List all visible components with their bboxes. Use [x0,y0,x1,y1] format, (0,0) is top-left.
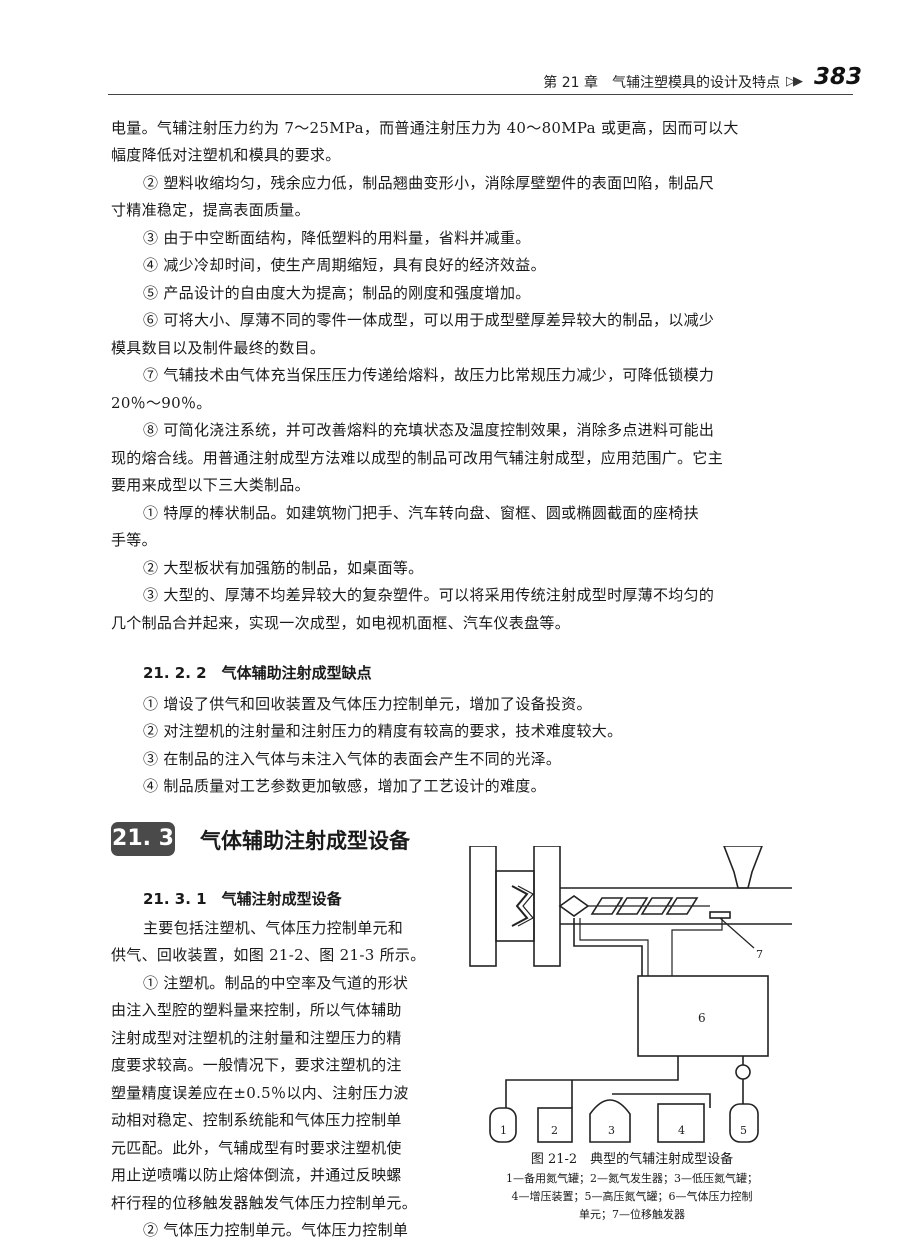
list-item: ④ 制品质量对工艺参数更加敏感，增加了工艺设计的难度。 [143,777,546,795]
figure-caption: 图 21-2 典型的气辅注射成型设备 [530,1152,734,1167]
hopper [723,846,763,889]
return-line [612,1093,711,1108]
arrow-marker-icon: ▷▶ [786,74,803,89]
mould-part-line [511,885,529,927]
gas-line-3 [671,918,723,976]
body-line: ⑦ 气辅技术由气体充当保压压力传递给熔料，故压力比常规压力减少，可降低锁模力 [143,366,715,384]
nitrogen-generator [537,1107,573,1143]
header-rule [108,94,853,95]
body-line: ④ 减少冷却时间，使生产周期缩短，具有良好的经济效益。 [143,256,546,274]
body-line: 注射成型对注塑机的注射量和注塑压力的精 [111,1029,402,1047]
list-item: ② 对注塑机的注射量和注射压力的精度有较高的要求，技术难度较大。 [143,722,623,740]
body-line: ② 大型板状有加强筋的制品，如桌面等。 [143,559,424,577]
body-line: 主要包括注塑机、气体压力控制单元和 [143,919,404,937]
body-line: ⑤ 产品设计的自由度大为提高；制品的刚度和强度增加。 [143,284,531,302]
pressure-control-unit [637,975,769,1057]
section-title: 气体辅助注射成型设备 [200,829,410,853]
body-line: 用止逆喷嘴以防止熔体倒流，并通过反映螺 [111,1166,402,1184]
label-1: 1 [500,1124,507,1137]
mould-cavity [495,870,535,942]
body-line: 现的熔合线。用普通注射成型方法难以成型的制品可改用气辅注射成型，应用范围广。它主 [111,449,724,467]
chapter-title: 第 21 章 气辅注塑模具的设计及特点 [543,75,780,91]
figure-legend-line: 4—增压装置；5—高压氮气罐；6—气体压力控制 [511,1190,753,1203]
nozzle [558,895,590,917]
booster-device [657,1103,705,1143]
label-3: 3 [608,1124,615,1137]
body-line: 幅度降低对注塑机和模具的要求。 [111,146,341,164]
body-line: 模具数目以及制件最终的数目。 [111,339,326,357]
label-7: 7 [756,948,763,961]
body-line: 由注入型腔的塑料量来控制，所以气体辅助 [111,1001,402,1019]
body-line: 寸精准稳定，提高表面质量。 [111,201,310,219]
body-line: 塑量精度误差应在±0.5％以内、注射压力波 [111,1084,409,1102]
subsection-heading: 21. 3. 1 气辅注射成型设备 [143,890,342,908]
label-2: 2 [551,1124,558,1137]
high-pressure-tank [729,1103,759,1143]
body-line: ⑥ 可将大小、厚薄不同的零件一体成型，可以用于成型壁厚差异较大的制品，以减少 [143,311,715,329]
gas-assist-equipment-diagram: 7 6 1 2 3 4 5 [469,846,792,1143]
body-line: ③ 大型的、厚薄不均差异较大的复杂塑件。可以将采用传统注射成型时厚薄不均匀的 [143,586,715,604]
subsection-heading: 21. 2. 2 气体辅助注射成型缺点 [143,664,372,682]
section-number-badge: 21. 3 [111,822,175,856]
body-line: 杆行程的位移触发器触发气体压力控制单元。 [111,1194,418,1212]
body-line: 电量。气辅注射压力约为 7～25MPa，而普通注射压力为 40～80MPa 或更… [111,119,739,137]
trigger-leader [719,917,755,949]
body-line: ① 注塑机。制品的中空率及气道的形状 [143,974,409,992]
mould-fixed-plate [469,846,497,967]
page-header: 第 21 章 气辅注塑模具的设计及特点 ▷▶ 383 [0,62,900,94]
list-item: ① 增设了供气和回收装置及气体压力控制单元，增加了设备投资。 [143,695,592,713]
body-line: 要用来成型以下三大类制品。 [111,476,310,494]
list-item: ③ 在制品的注入气体与未注入气体的表面会产生不同的光泽。 [143,750,562,768]
body-line: 几个制品合并起来，实现一次成型，如电视机面框、汽车仪表盘等。 [111,614,571,632]
body-line: ③ 由于中空断面结构，降低塑料的用料量，省料并减重。 [143,229,531,247]
label-6: 6 [698,1011,706,1025]
figure-legend-line: 单元；7—位移触发器 [579,1208,685,1221]
body-line: 动相对稳定、控制系统能和气体压力控制单 [111,1111,402,1129]
label-5: 5 [740,1124,747,1137]
label-4: 4 [678,1124,685,1137]
gas-line-2 [579,918,649,976]
body-line: ① 特厚的棒状制品。如建筑物门把手、汽车转向盘、窗框、圆或椭圆截面的座椅扶 [143,504,699,522]
mould-moving-plate [533,846,561,967]
body-line: 供气、回收装置，如图 21-2、图 21-3 所示。 [111,946,426,964]
low-pressure-tank [589,1099,631,1143]
pressure-gauge [735,1064,751,1080]
figure-legend-line: 1—备用氮气罐；2—氮气发生器；3—低压氮气罐； [506,1172,758,1185]
body-line: ② 气体压力控制单元。气体压力控制单 [143,1221,409,1239]
body-line: 度要求较高。一般情况下，要求注塑机的注 [111,1056,402,1074]
page-number: 383 [814,64,863,90]
body-line: 手等。 [111,531,157,549]
body-line: ② 塑料收缩均匀，残余应力低，制品翘曲变形小，消除厚壁塑件的表面凹陷，制品尺 [143,174,715,192]
displacement-trigger [709,911,731,919]
mould-part-line-inner [517,885,534,927]
body-line: ⑧ 可简化浇注系统，并可改善熔料的充填状态及温度控制效果，消除多点进料可能出 [143,421,715,439]
supply-line [505,1056,679,1108]
screw-flights [590,897,699,915]
backup-nitrogen-tank [489,1107,517,1143]
body-line: 元匹配。此外，气辅成型有时要求注塑机使 [111,1139,402,1157]
body-line: 20％～90％。 [111,394,212,412]
gas-line [573,918,643,976]
